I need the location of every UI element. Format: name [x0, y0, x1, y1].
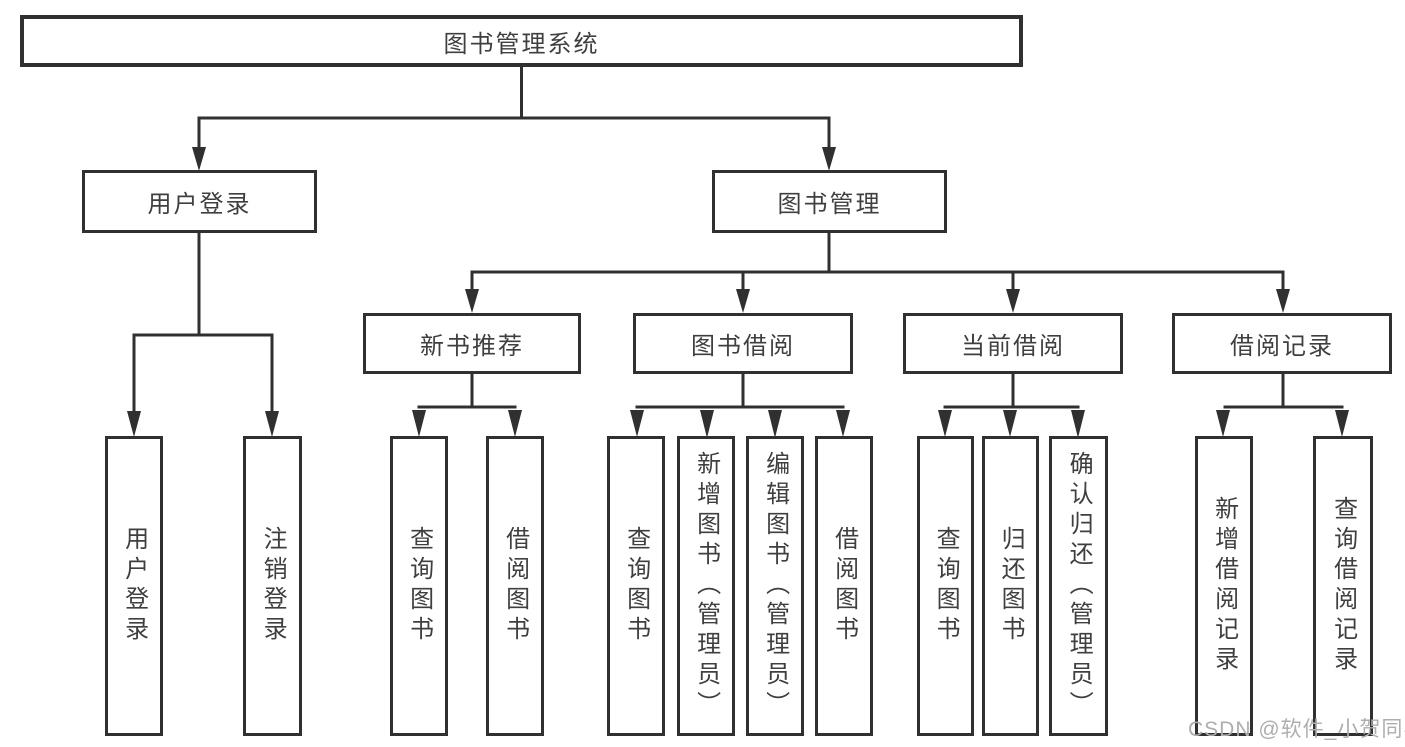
leaf-borrow-query-label: 查询图书 [622, 526, 650, 646]
leaf-borrow-edit-admin: 编辑图书（管理员） [746, 436, 804, 736]
leaf-newbooks-query-label: 查询图书 [405, 526, 433, 646]
leaf-current-query-label: 查询图书 [932, 526, 960, 646]
node-root-label: 图书管理系统 [443, 30, 600, 58]
node-current-borrow: 当前借阅 [903, 313, 1123, 374]
leaf-borrow-book-label: 借阅图书 [830, 526, 858, 646]
leaf-records-query: 查询借阅记录 [1313, 436, 1373, 736]
leaf-current-query: 查询图书 [917, 436, 974, 736]
csdn-watermark: CSDN @软件_小贺同学 [1188, 718, 1405, 741]
node-new-book-recommend: 新书推荐 [363, 313, 581, 374]
node-book-borrow: 图书借阅 [633, 313, 853, 374]
leaf-borrow-add-admin: 新增图书（管理员） [677, 436, 735, 736]
node-root: 图书管理系统 [20, 15, 1023, 67]
leaf-records-query-label: 查询借阅记录 [1329, 496, 1357, 676]
leaf-user-login: 用户登录 [105, 436, 163, 736]
node-borrow-records: 借阅记录 [1172, 313, 1392, 374]
node-book-borrow-label: 图书借阅 [691, 333, 795, 360]
leaf-current-confirm-admin: 确认归还（管理员） [1049, 436, 1108, 736]
leaf-records-add: 新增借阅记录 [1195, 436, 1253, 736]
node-user-login: 用户登录 [82, 170, 317, 233]
node-book-management-label: 图书管理 [777, 191, 882, 218]
leaf-records-add-label: 新增借阅记录 [1210, 496, 1238, 676]
leaf-current-return: 归还图书 [982, 436, 1039, 736]
leaf-borrow-query: 查询图书 [607, 436, 665, 736]
leaf-newbooks-borrow-label: 借阅图书 [501, 526, 529, 646]
leaf-borrow-add-admin-label: 新增图书（管理员） [692, 451, 720, 721]
leaf-logout: 注销登录 [243, 436, 302, 736]
leaf-current-return-label: 归还图书 [997, 526, 1025, 646]
leaf-borrow-edit-admin-label: 编辑图书（管理员） [761, 451, 789, 721]
leaf-current-confirm-admin-label: 确认归还（管理员） [1065, 451, 1093, 721]
node-book-management: 图书管理 [712, 170, 947, 233]
leaf-user-login-label: 用户登录 [120, 526, 148, 646]
leaf-newbooks-query: 查询图书 [390, 436, 448, 736]
leaf-newbooks-borrow: 借阅图书 [486, 436, 544, 736]
leaf-logout-label: 注销登录 [259, 526, 287, 646]
node-new-book-recommend-label: 新书推荐 [420, 333, 524, 360]
node-user-login-label: 用户登录 [147, 191, 252, 218]
leaf-borrow-book: 借阅图书 [815, 436, 873, 736]
node-borrow-records-label: 借阅记录 [1230, 333, 1334, 360]
node-current-borrow-label: 当前借阅 [961, 333, 1065, 360]
